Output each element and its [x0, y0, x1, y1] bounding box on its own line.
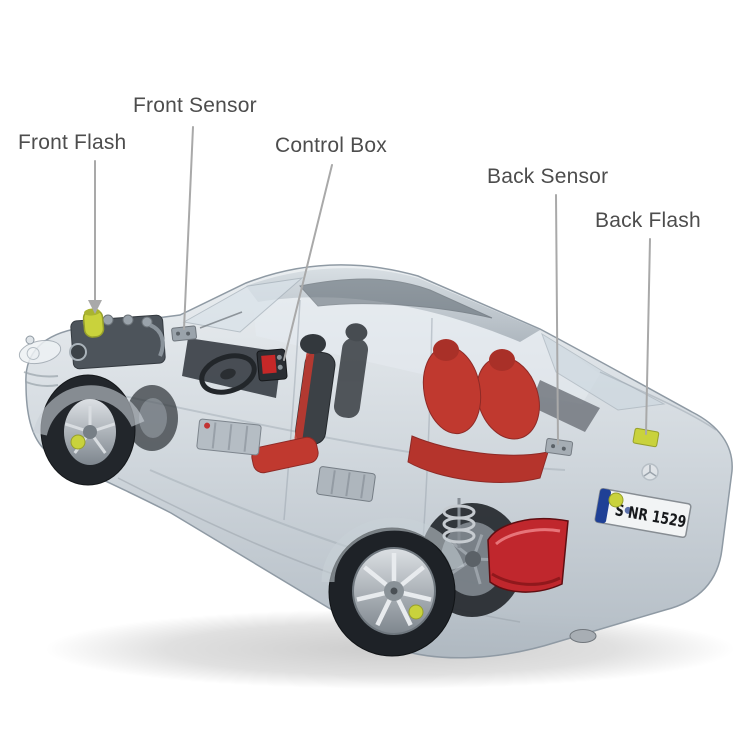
wiper	[199, 311, 243, 329]
rear-seats	[407, 339, 549, 483]
grille-line-2	[25, 381, 59, 387]
far-front-wheel	[126, 385, 178, 451]
front-flash-label: Front Flash	[18, 131, 127, 154]
front-fender-arc	[33, 385, 145, 436]
sunroof-glass	[299, 278, 493, 319]
back-sensor-label: Back Sensor	[487, 165, 609, 188]
trunk-seam	[599, 371, 717, 431]
engine-pulley	[69, 343, 87, 361]
back-sensor-unit	[544, 438, 574, 456]
brand-star-emblem	[641, 463, 659, 481]
control-box-unit	[256, 348, 288, 382]
leader-back-flash	[645, 238, 651, 435]
rear-suspension	[442, 498, 476, 548]
rear-wheel	[328, 527, 456, 657]
door-equipment-box-front	[196, 418, 262, 456]
leader-front-flash-arrowhead	[88, 300, 102, 314]
rear-window	[541, 332, 666, 411]
rear-brake-component	[408, 604, 424, 620]
front-sensor-label: Front Sensor	[133, 94, 257, 117]
steering-wheel	[199, 353, 257, 395]
rear-fender-arc	[321, 517, 465, 583]
front-seats	[251, 323, 369, 474]
plate-seal	[624, 506, 632, 514]
grille-line-1	[23, 371, 59, 378]
back-flash-label: Back Flash	[595, 209, 701, 232]
headlight	[18, 339, 62, 365]
rear-shelf	[530, 380, 600, 432]
windshield	[182, 277, 304, 333]
door-seam-front	[283, 299, 301, 521]
door-equipment-box-rear	[316, 466, 376, 502]
control-box-label: Control Box	[275, 134, 387, 157]
taillight	[487, 518, 569, 593]
leader-back-sensor	[555, 194, 559, 445]
leader-control-box	[283, 164, 333, 361]
rear-axle-component	[608, 492, 624, 508]
leader-front-sensor	[183, 126, 194, 330]
front-flash-unit	[82, 308, 105, 338]
exhaust-tip	[569, 629, 597, 643]
back-flash-unit	[632, 427, 660, 448]
front-star-emblem	[25, 335, 35, 345]
front-brake-component	[70, 434, 86, 450]
annotation-lines	[88, 126, 651, 445]
